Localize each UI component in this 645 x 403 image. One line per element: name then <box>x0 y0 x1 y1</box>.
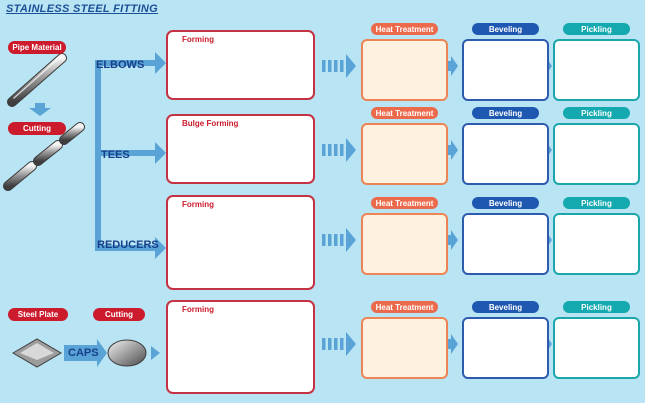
pipe-material-label: Pipe Material <box>8 41 66 54</box>
pickling-box <box>553 39 640 101</box>
page-title: STAINLESS STEEL FITTING <box>6 3 158 15</box>
beveling-box <box>462 39 549 101</box>
bulge-forming-label: Bulge Forming <box>182 119 239 128</box>
cutting-label: Cutting <box>8 122 66 135</box>
forming-label: Forming <box>182 35 214 44</box>
cut-pipes <box>3 122 85 191</box>
steel-plate-label: Steel Plate <box>8 308 68 321</box>
caps-forming-box: Forming <box>166 300 315 394</box>
elbows-label: ELBOWS <box>96 59 145 71</box>
pickling-label: Pickling <box>563 197 630 209</box>
heat-label: Heat Treatment <box>371 107 438 119</box>
cut-blank <box>107 339 147 367</box>
tees-label: TEES <box>101 149 130 161</box>
pickling-label: Pickling <box>563 301 630 313</box>
reducers-label: REDUCERS <box>97 239 159 251</box>
branch-connector <box>95 52 166 259</box>
heat-box <box>361 123 448 185</box>
beveling-label: Beveling <box>472 197 539 209</box>
beveling-box <box>462 123 549 185</box>
cutting-caps-label: Cutting <box>93 308 145 321</box>
raw-pipe <box>7 53 67 107</box>
forming-label: Forming <box>182 305 214 314</box>
heat-label: Heat Treatment <box>371 301 438 313</box>
heat-box <box>361 213 448 275</box>
heat-box <box>361 317 448 379</box>
heat-label: Heat Treatment <box>371 23 438 35</box>
beveling-label: Beveling <box>472 301 539 313</box>
beveling-box <box>462 213 549 275</box>
caps-arrow <box>64 339 107 367</box>
pickling-box <box>553 317 640 379</box>
down-arrow <box>29 103 51 116</box>
reducers-forming-box: Forming <box>166 195 315 290</box>
beveling-label: Beveling <box>472 107 539 119</box>
pickling-label: Pickling <box>563 107 630 119</box>
heat-box <box>361 39 448 101</box>
tees-forming-box: Bulge Forming <box>166 114 315 184</box>
forming-label: Forming <box>182 200 214 209</box>
pickling-box <box>553 123 640 185</box>
pickling-box <box>553 213 640 275</box>
pickling-label: Pickling <box>563 23 630 35</box>
caps-label: CAPS <box>68 347 99 359</box>
beveling-box <box>462 317 549 379</box>
heat-label: Heat Treatment <box>371 197 438 209</box>
elbows-forming-box: Forming <box>166 30 315 100</box>
beveling-label: Beveling <box>472 23 539 35</box>
